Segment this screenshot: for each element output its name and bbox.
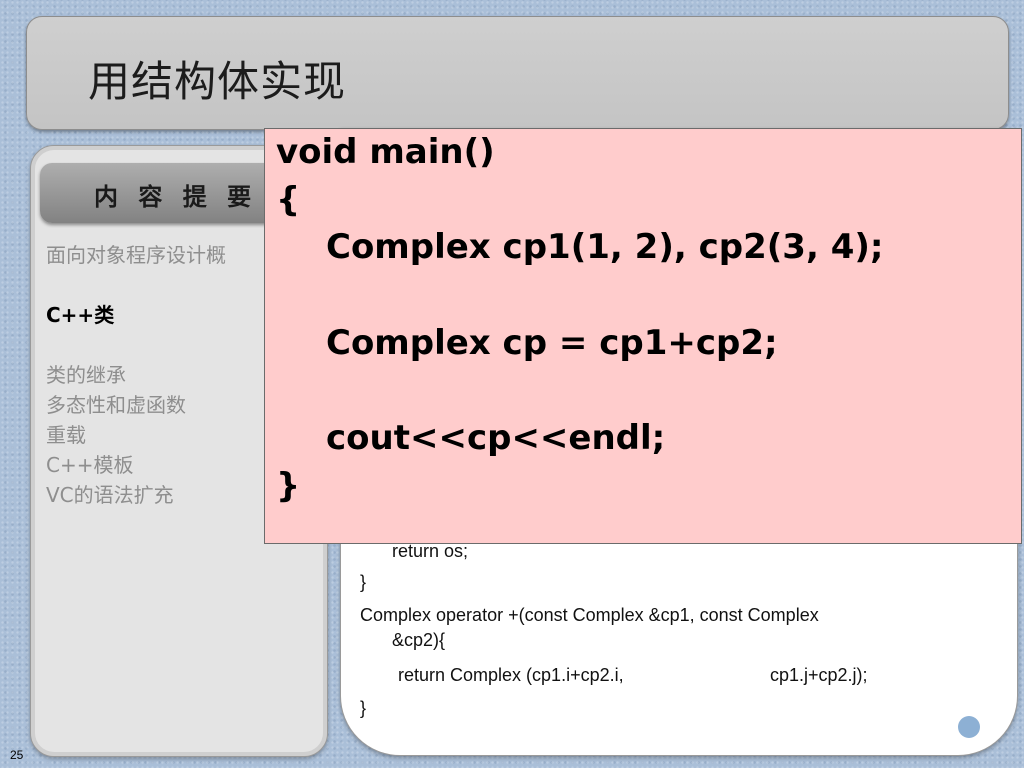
outline-list: 面向对象程序设计概 C++类 类的继承 多态性和虚函数 重载 C++模板 VC的… — [46, 240, 286, 510]
outline-header: 内 容 提 要 — [40, 163, 290, 223]
code-line: return os; — [392, 541, 469, 561]
code-popup — [264, 128, 1022, 544]
popup-code-line: Complex cp = cp1+cp2; — [326, 323, 778, 363]
title-bar — [26, 16, 1009, 130]
decorative-dot-icon — [958, 716, 980, 738]
code-line: cp1.j+cp2.j); — [770, 665, 868, 685]
page-number: 25 — [10, 748, 24, 762]
code-line: Complex operator +(const Complex &cp1, c… — [360, 605, 819, 625]
outline-item-cpp-class[interactable]: C++类 — [46, 303, 115, 327]
code-line: return Complex (cp1.i+cp2.i, — [398, 665, 624, 685]
outline-header-label: 内 容 提 要 — [94, 183, 258, 211]
outline-item-polymorphism[interactable]: 多态性和虚函数 — [46, 393, 186, 417]
outline-item-inheritance[interactable]: 类的继承 — [46, 363, 126, 387]
popup-code-line: } — [276, 466, 301, 506]
outline-item-vc-extensions[interactable]: VC的语法扩充 — [46, 483, 174, 507]
code-line: } — [360, 698, 367, 718]
code-line: } — [360, 572, 367, 592]
popup-code-line: void main() — [276, 132, 495, 172]
outline-item-oop-concepts[interactable]: 面向对象程序设计概 — [46, 243, 226, 267]
popup-code-line: Complex cp1(1, 2), cp2(3, 4); — [326, 227, 884, 267]
code-line: &cp2){ — [392, 630, 446, 650]
outline-item-overloading[interactable]: 重载 — [46, 423, 86, 447]
outline-item-templates[interactable]: C++模板 — [46, 453, 134, 477]
slide-title: 用结构体实现 — [88, 57, 347, 106]
popup-code-line: { — [276, 180, 301, 220]
popup-code-line: cout<<cp<<endl; — [326, 418, 666, 458]
